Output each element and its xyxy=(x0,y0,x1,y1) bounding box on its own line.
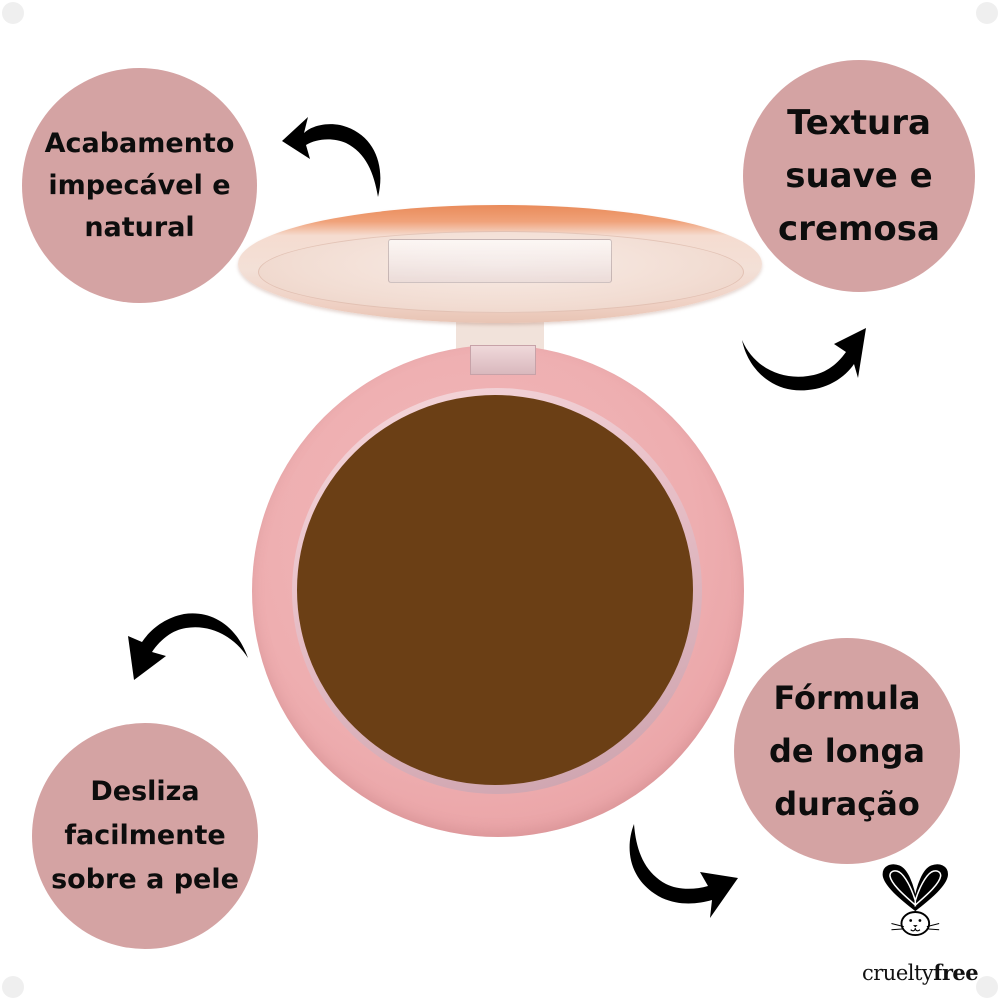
cruelty-free-label: crueltyfree xyxy=(862,960,979,985)
feature-line: Textura xyxy=(787,102,931,143)
feature-bubble-glide: Desliza facilmente sobre a pele xyxy=(32,723,258,949)
arrow-bottom-right-icon xyxy=(629,824,738,918)
feature-line: facilmente xyxy=(64,820,226,851)
corner-dot-top-left xyxy=(2,2,24,24)
corner-dot-bottom-right xyxy=(976,976,998,998)
cruelty-free-light: cruelty xyxy=(862,961,934,985)
feature-line: Fórmula xyxy=(773,678,921,717)
feature-line: duração xyxy=(774,784,920,823)
compact-lid-clasp xyxy=(388,239,612,283)
bunny-icon xyxy=(882,864,949,937)
feature-bubble-longwear: Fórmula de longa duração xyxy=(734,638,960,864)
compact-hinge-block xyxy=(470,345,536,375)
cruelty-free-bold: free xyxy=(933,960,979,985)
feature-bubble-finish: Acabamento impecável e natural xyxy=(22,68,257,303)
feature-line: impecável e xyxy=(48,169,231,201)
feature-bubble-texture: Textura suave e cremosa xyxy=(743,60,975,292)
arrow-bottom-left-icon xyxy=(128,613,248,680)
corner-dot-bottom-left xyxy=(2,976,24,998)
feature-line: natural xyxy=(84,211,195,243)
feature-line: Desliza xyxy=(90,776,200,807)
powder-pan xyxy=(297,395,693,785)
arrow-top-right-icon xyxy=(742,328,866,391)
compact-lid xyxy=(238,205,762,323)
feature-line: suave e xyxy=(785,155,933,196)
corner-dot-top-right xyxy=(976,2,998,24)
feature-line: cremosa xyxy=(778,208,940,249)
feature-line: Acabamento xyxy=(44,127,235,159)
feature-line: de longa xyxy=(769,731,925,770)
arrow-top-left-icon xyxy=(282,117,381,197)
feature-line: sobre a pele xyxy=(51,864,239,895)
